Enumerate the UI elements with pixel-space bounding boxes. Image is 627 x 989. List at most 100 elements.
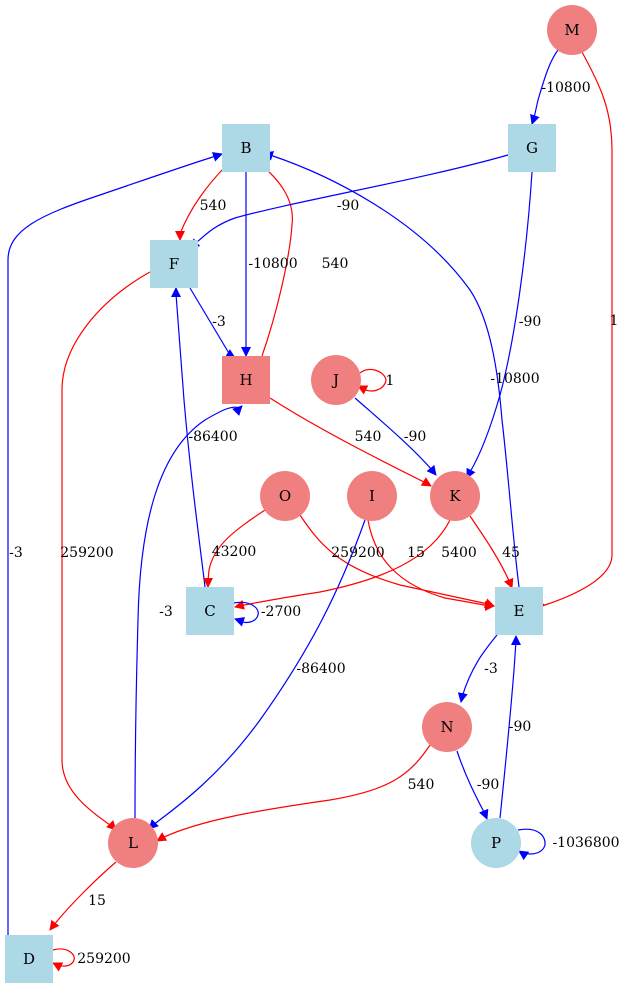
edge-label-l-to-h: -3 bbox=[159, 604, 173, 620]
edge-p-to-e bbox=[499, 635, 521, 819]
node-label-h: H bbox=[239, 371, 252, 389]
node-e[interactable]: E bbox=[495, 587, 543, 635]
node-label-p: P bbox=[491, 834, 501, 852]
node-g[interactable]: G bbox=[508, 124, 556, 172]
edge-o-to-c bbox=[203, 509, 266, 588]
node-shape-j bbox=[311, 355, 361, 405]
edge-g-to-f bbox=[189, 154, 509, 249]
edge-i-to-e bbox=[367, 519, 495, 611]
edge-label-m-to-g: -10800 bbox=[541, 80, 590, 96]
edge-label-o-to-c: 43200 bbox=[212, 544, 257, 560]
node-k[interactable]: K bbox=[430, 471, 480, 521]
edge-label-f-to-h: -3 bbox=[212, 314, 226, 330]
edge-k-to-e bbox=[469, 515, 514, 589]
edge-label-n-to-l: 540 bbox=[408, 777, 435, 793]
node-label-m: M bbox=[564, 21, 579, 39]
edge-d-to-b bbox=[7, 152, 223, 935]
node-shape-b bbox=[222, 124, 270, 172]
node-shape-h bbox=[222, 356, 270, 404]
edge-h-to-k bbox=[269, 397, 432, 487]
edge-label-o-to-e: 259200 bbox=[331, 545, 384, 561]
edge-c-to-c bbox=[233, 601, 259, 627]
edge-j-to-k bbox=[354, 397, 437, 476]
node-label-c: C bbox=[204, 602, 215, 620]
node-d[interactable]: D bbox=[5, 935, 53, 983]
node-p[interactable]: P bbox=[471, 818, 521, 868]
edge-label-j-to-j: 1 bbox=[386, 373, 395, 389]
edge-label-d-to-d: 259200 bbox=[77, 951, 130, 967]
edge-label-d-to-b: -3 bbox=[9, 545, 23, 561]
node-shape-p bbox=[471, 818, 521, 868]
node-shape-c bbox=[186, 587, 234, 635]
edge-label-c-to-c: -2700 bbox=[261, 604, 301, 620]
node-b[interactable]: B bbox=[222, 124, 270, 172]
edges-layer bbox=[7, 49, 613, 972]
edge-label-i-to-l: -86400 bbox=[296, 661, 345, 677]
edge-label-h-to-k: 540 bbox=[355, 429, 382, 445]
node-shape-f bbox=[150, 240, 198, 288]
edge-label-g-to-f: -90 bbox=[337, 198, 360, 214]
edge-label-g-to-k: -90 bbox=[519, 314, 542, 330]
edge-label-e-to-b: -10800 bbox=[490, 371, 539, 387]
edge-label-l-to-d: 15 bbox=[88, 893, 106, 909]
edge-label-c-to-f: -86400 bbox=[188, 429, 237, 445]
edge-d-to-d bbox=[52, 948, 75, 972]
node-m[interactable]: M bbox=[547, 5, 597, 55]
edge-label-h-to-b: 540 bbox=[322, 256, 349, 272]
node-shape-m bbox=[547, 5, 597, 55]
edge-l-to-d bbox=[49, 861, 117, 931]
edge-f-to-l bbox=[61, 271, 151, 831]
edge-j-to-j bbox=[357, 368, 387, 395]
node-n[interactable]: N bbox=[422, 702, 472, 752]
edge-label-f-to-l: 259200 bbox=[60, 545, 113, 561]
edge-label-b-to-f: 540 bbox=[200, 198, 227, 214]
node-i[interactable]: I bbox=[347, 471, 397, 521]
edge-f-to-h bbox=[189, 287, 236, 359]
edge-e-to-b bbox=[263, 151, 520, 588]
edge-label-p-to-p: -1036800 bbox=[552, 835, 619, 851]
node-label-e: E bbox=[514, 602, 525, 620]
edge-g-to-k bbox=[466, 171, 533, 479]
edge-c-to-f bbox=[171, 287, 206, 588]
edge-h-to-b bbox=[253, 158, 293, 357]
node-l[interactable]: L bbox=[108, 818, 158, 868]
edge-label-i-to-e: 15 bbox=[407, 545, 425, 561]
node-shape-o bbox=[260, 471, 310, 521]
edge-label-m-to-e: 1 bbox=[610, 313, 619, 329]
node-shape-k bbox=[430, 471, 480, 521]
edge-label-n-to-p: -90 bbox=[477, 777, 500, 793]
node-label-k: K bbox=[449, 487, 461, 505]
edge-label-k-to-e: 45 bbox=[502, 545, 520, 561]
edge-l-to-h bbox=[134, 405, 243, 819]
node-label-o: O bbox=[279, 487, 291, 505]
edge-label-k-to-c: 5400 bbox=[441, 545, 477, 561]
edge-o-to-e bbox=[299, 514, 495, 608]
edge-p-to-p bbox=[517, 828, 546, 861]
node-c[interactable]: C bbox=[186, 587, 234, 635]
node-shape-e bbox=[495, 587, 543, 635]
node-label-g: G bbox=[526, 139, 538, 157]
edge-m-to-g bbox=[530, 49, 559, 125]
node-label-b: B bbox=[240, 139, 251, 157]
node-label-f: F bbox=[169, 255, 179, 273]
node-j[interactable]: J bbox=[311, 355, 361, 405]
node-f[interactable]: F bbox=[150, 240, 198, 288]
edge-label-e-to-n: -3 bbox=[484, 661, 498, 677]
nodes-layer: M B G F H J O I K C E N L P D bbox=[5, 5, 597, 983]
node-h[interactable]: H bbox=[222, 356, 270, 404]
node-shape-l bbox=[108, 818, 158, 868]
edge-label-j-to-k: -90 bbox=[404, 429, 427, 445]
node-label-j: J bbox=[331, 371, 339, 389]
edge-labels-layer: -10800 1 540 -10800 540 -90 -90 -10800 -3 259200 -… bbox=[9, 80, 619, 967]
edge-n-to-l bbox=[156, 744, 431, 842]
edge-k-to-c bbox=[234, 519, 451, 610]
edge-i-to-l bbox=[148, 519, 366, 830]
node-o[interactable]: O bbox=[260, 471, 310, 521]
node-label-d: D bbox=[23, 950, 35, 968]
node-shape-i bbox=[347, 471, 397, 521]
edge-label-b-to-h: -10800 bbox=[248, 256, 297, 272]
edge-e-to-n bbox=[457, 634, 498, 703]
node-label-n: N bbox=[440, 718, 453, 736]
edge-b-to-f bbox=[175, 165, 227, 241]
